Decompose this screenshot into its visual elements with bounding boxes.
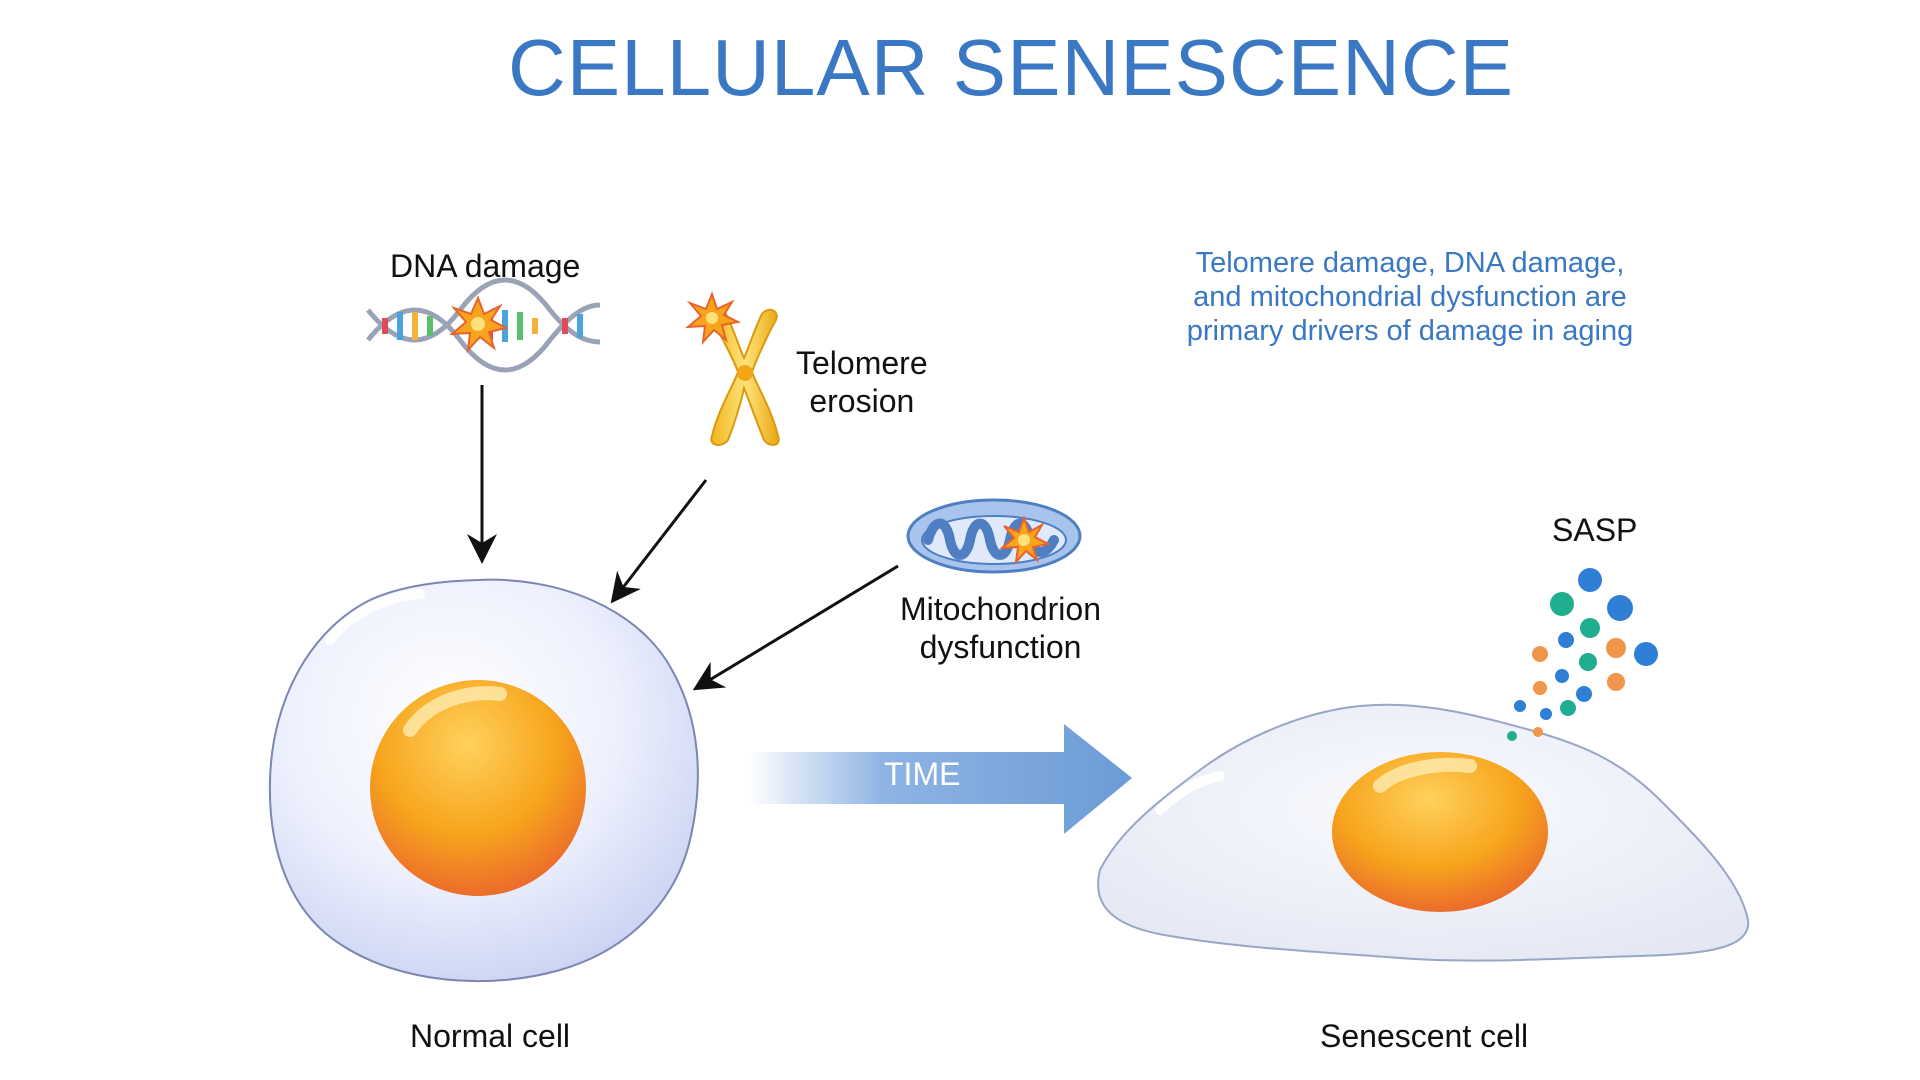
senescent-cell — [1097, 703, 1750, 962]
time-arrow — [748, 724, 1132, 834]
note-line-2: and mitochondrial dysfunction are — [1193, 281, 1627, 313]
telomere-burst-icon — [685, 291, 742, 345]
time-label: TIME — [884, 756, 961, 792]
telomere-arrow — [610, 479, 708, 604]
telomere-label-line-2: erosion — [809, 383, 915, 419]
sasp-particles — [1507, 568, 1658, 741]
page-title: CELLULAR SENESCENCE — [508, 23, 1514, 112]
mitochondrion-burst-icon — [999, 515, 1051, 566]
normal-cell-label: Normal cell — [410, 1018, 571, 1054]
dna-helix-icon — [366, 277, 601, 373]
dna-damage-label: DNA damage — [390, 248, 581, 284]
chromosome-icon — [710, 308, 780, 446]
normal-cell — [268, 578, 699, 983]
note-line-3: primary drivers of damage in aging — [1186, 315, 1634, 347]
mitochondrion-icon — [906, 498, 1082, 574]
senescent-cell-label: Senescent cell — [1320, 1018, 1529, 1054]
telomere-erosion-label: Telomere erosion — [796, 344, 928, 420]
note-line-1: Telomere damage, DNA damage, — [1195, 247, 1625, 279]
normal-cell-nucleus — [370, 680, 586, 896]
senescent-cell-nucleus — [1332, 752, 1548, 912]
mitochondrion-dysfunction-label: Mitochondrion dysfunction — [900, 590, 1101, 666]
aging-drivers-note: Telomere damage, DNA damage, and mitocho… — [1180, 246, 1640, 348]
telomere-label-line-1: Telomere — [796, 345, 928, 381]
mitochondrion-arrow — [692, 564, 899, 691]
dna-damage-burst-icon — [449, 295, 509, 353]
mitochondrion-label-line-1: Mitochondrion — [900, 591, 1101, 627]
mitochondrion-label-line-2: dysfunction — [919, 629, 1082, 665]
sasp-label: SASP — [1552, 512, 1638, 548]
